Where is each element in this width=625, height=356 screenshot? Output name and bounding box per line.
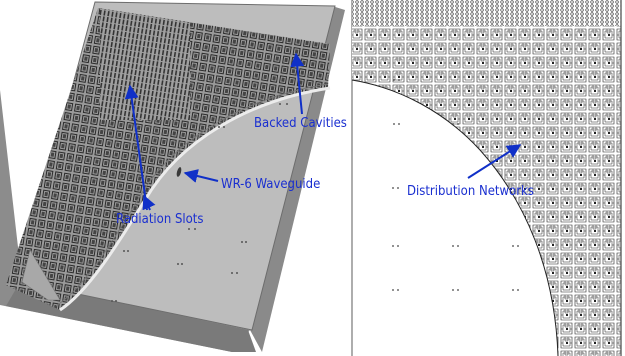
arrow-radiation-slots-1 <box>124 84 148 211</box>
network-header-rows <box>352 0 621 26</box>
annotation-arrows <box>124 52 522 211</box>
waveguide-port <box>176 167 182 177</box>
array-boundary-curve <box>59 86 331 312</box>
distribution-network-layout <box>351 0 622 356</box>
arrow-distribution-networks <box>467 144 522 179</box>
network-vias <box>392 79 519 291</box>
arrow-radiation-slots-2 <box>142 194 156 211</box>
arrow-waveguide <box>183 169 219 183</box>
cutout-boundary <box>351 79 559 356</box>
antenna-rail <box>21 249 61 301</box>
label-backed-cavities: Backed Cavities <box>254 116 347 131</box>
label-distribution-networks: Distribution Networks <box>407 184 534 199</box>
label-radiation-slots: Radiation Slots <box>116 212 203 227</box>
antenna-3d-model <box>0 1 345 352</box>
label-waveguide: WR-6 Waveguide <box>221 177 320 192</box>
network-region <box>352 0 621 356</box>
arrow-backed-cavities <box>290 52 305 115</box>
mounting-holes <box>111 103 288 302</box>
slot-strip-region <box>100 8 190 120</box>
antenna-side-face-right <box>250 6 345 352</box>
